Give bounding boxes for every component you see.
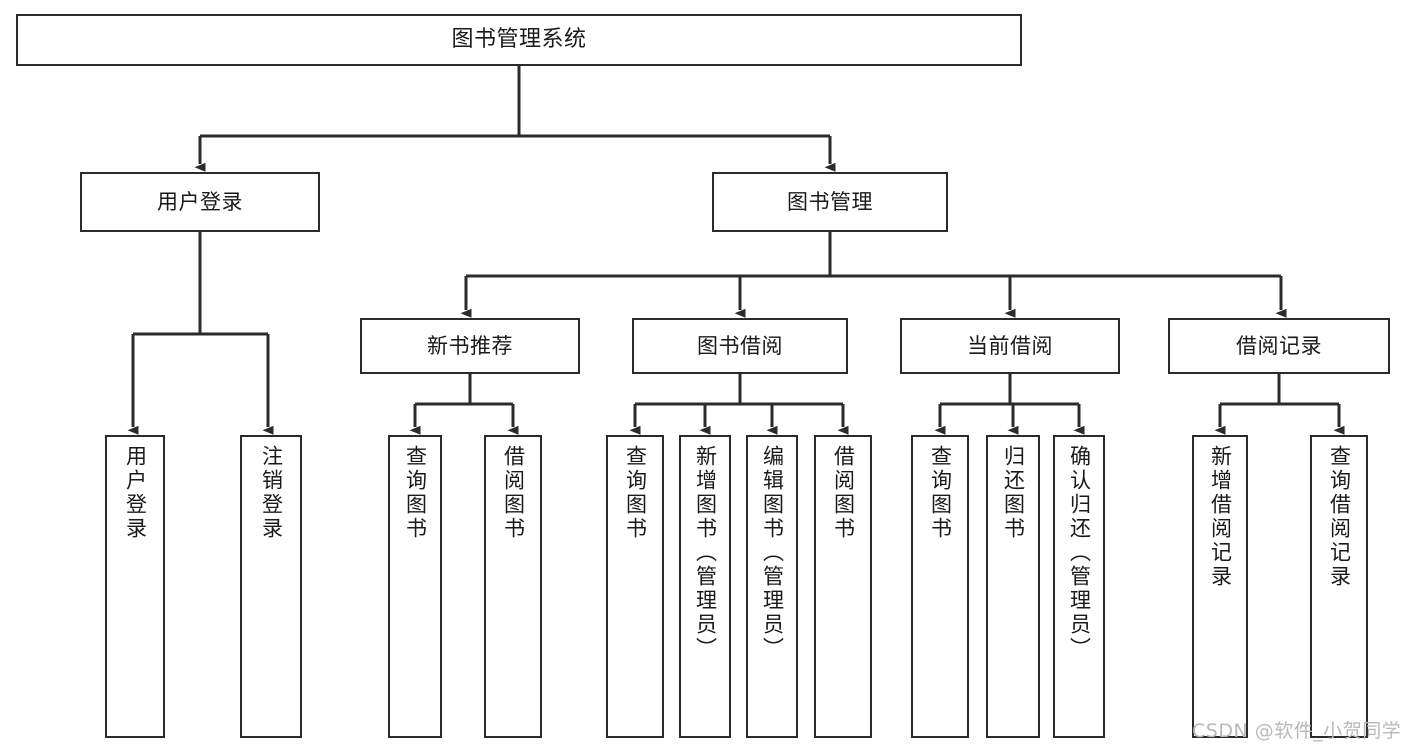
node-current-borrow-label: 当前借阅 xyxy=(967,333,1053,358)
node-leaf-borrow-book-1-label: 借阅图书 xyxy=(501,445,526,541)
node-leaf-add-borrow-record-label: 新增借阅记录 xyxy=(1208,445,1233,589)
node-leaf-query-book-1[interactable]: 查询图书 xyxy=(388,435,442,738)
node-leaf-query-borrow-record[interactable]: 查询借阅记录 xyxy=(1310,435,1368,738)
node-leaf-borrow-book-2-label: 借阅图书 xyxy=(831,445,856,541)
node-leaf-confirm-return-admin[interactable]: 确认归还（管理员） xyxy=(1053,435,1105,738)
node-leaf-add-borrow-record[interactable]: 新增借阅记录 xyxy=(1192,435,1248,738)
node-borrow-record-label: 借阅记录 xyxy=(1236,333,1322,358)
node-current-borrow[interactable]: 当前借阅 xyxy=(900,318,1120,374)
node-borrow-record[interactable]: 借阅记录 xyxy=(1168,318,1390,374)
node-leaf-borrow-book-2[interactable]: 借阅图书 xyxy=(814,435,872,738)
node-new-book-recommend[interactable]: 新书推荐 xyxy=(360,318,580,374)
node-root[interactable]: 图书管理系统 xyxy=(16,14,1022,66)
node-leaf-edit-book-admin[interactable]: 编辑图书（管理员） xyxy=(746,435,798,738)
node-leaf-confirm-return-admin-label: 确认归还（管理员） xyxy=(1067,445,1092,661)
node-leaf-query-book-1-label: 查询图书 xyxy=(403,445,428,541)
node-leaf-return-book-label: 归还图书 xyxy=(1001,445,1026,541)
node-leaf-query-book-2-label: 查询图书 xyxy=(623,445,648,541)
node-leaf-user-login-label: 用户登录 xyxy=(123,445,148,541)
node-user-login[interactable]: 用户登录 xyxy=(80,172,320,232)
node-leaf-query-book-2[interactable]: 查询图书 xyxy=(606,435,664,738)
node-leaf-query-borrow-record-label: 查询借阅记录 xyxy=(1327,445,1352,589)
node-leaf-logout-login[interactable]: 注销登录 xyxy=(240,435,302,738)
node-book-borrow[interactable]: 图书借阅 xyxy=(632,318,848,374)
node-leaf-return-book[interactable]: 归还图书 xyxy=(986,435,1040,738)
csdn-watermark: CSDN @软件_小贺同学 xyxy=(1192,720,1402,742)
node-leaf-logout-login-label: 注销登录 xyxy=(259,445,284,541)
node-leaf-edit-book-admin-label: 编辑图书（管理员） xyxy=(760,445,785,661)
node-book-manage-label: 图书管理 xyxy=(787,189,873,214)
node-book-borrow-label: 图书借阅 xyxy=(697,333,783,358)
node-book-manage[interactable]: 图书管理 xyxy=(712,172,948,232)
node-new-book-recommend-label: 新书推荐 xyxy=(427,333,513,358)
node-leaf-query-book-3[interactable]: 查询图书 xyxy=(911,435,969,738)
node-leaf-borrow-book-1[interactable]: 借阅图书 xyxy=(484,435,542,738)
node-leaf-query-book-3-label: 查询图书 xyxy=(928,445,953,541)
node-leaf-add-book-admin-label: 新增图书（管理员） xyxy=(693,445,718,661)
node-leaf-add-book-admin[interactable]: 新增图书（管理员） xyxy=(679,435,731,738)
node-user-login-label: 用户登录 xyxy=(157,189,243,214)
node-root-label: 图书管理系统 xyxy=(451,27,587,53)
node-leaf-user-login[interactable]: 用户登录 xyxy=(105,435,165,738)
